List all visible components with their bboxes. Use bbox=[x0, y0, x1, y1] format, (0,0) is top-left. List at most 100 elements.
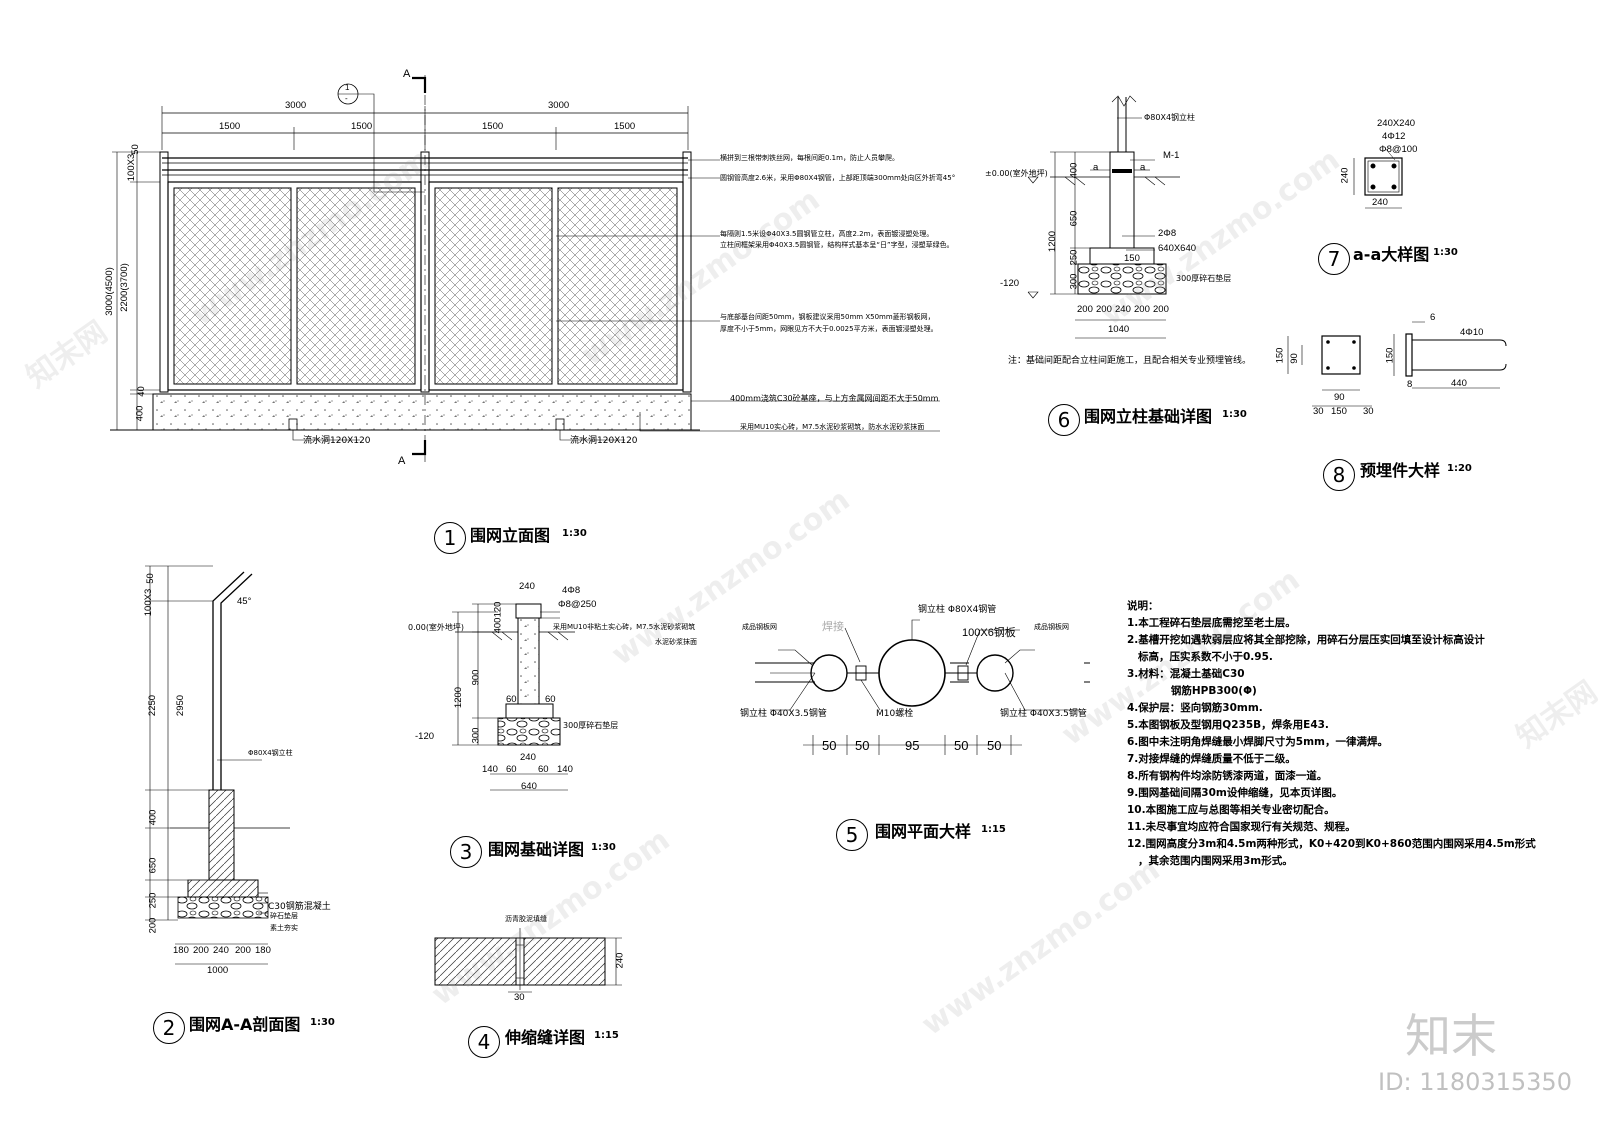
em-len: 440 bbox=[1451, 378, 1467, 389]
note-3b: 钢筋HPB300(Φ) bbox=[1127, 685, 1257, 697]
dim-sub-1: 1500 bbox=[219, 121, 241, 132]
em-bar: 4Φ10 bbox=[1460, 327, 1484, 338]
fd-top-width: 240 bbox=[519, 581, 535, 592]
pf-dim-400: 400 bbox=[1068, 162, 1080, 179]
fd-bottom-4: 140 bbox=[557, 764, 573, 775]
plan-plate: 100X6钢板 bbox=[962, 627, 1016, 639]
pf-gravel: 300厚碎石垫层 bbox=[1176, 274, 1232, 283]
pf-dim-300: 300 bbox=[1068, 273, 1080, 290]
pf-dim-1200: 1200 bbox=[1047, 230, 1059, 253]
section-mark-top: A bbox=[403, 68, 411, 80]
dim-top-left: 3000 bbox=[285, 100, 307, 111]
plan-steel-post: 钢立柱 Φ80X4钢管 bbox=[918, 605, 997, 615]
aa-dim-250: 250 bbox=[147, 892, 159, 909]
dim-sub-4: 1500 bbox=[614, 121, 636, 132]
title-8-name: 预埋件大样 bbox=[1360, 461, 1441, 480]
ej-gap: 30 bbox=[514, 992, 525, 1003]
watermark-id: ID: 1180315350 bbox=[1378, 1068, 1572, 1096]
plan-dim-2: 50 bbox=[855, 738, 870, 753]
label-mesh-1: 与底部基台间距50mm，钢板建议采用50mm X50mm菱形钢板网， bbox=[720, 313, 935, 321]
aa-dim-b1: 180 bbox=[173, 945, 189, 956]
aa-dim-b3: 240 bbox=[213, 945, 229, 956]
plan-dim-1: 50 bbox=[822, 738, 837, 753]
title-8-number: 8 bbox=[1323, 459, 1355, 491]
pf-ground: ±0.00(室外地坪) bbox=[985, 169, 1048, 178]
aad-h: 240 bbox=[1339, 167, 1351, 184]
watermark-logo: 知末 bbox=[1405, 1009, 1497, 1063]
note-7: 7.对接焊缝的焊缝质量不低于二级。 bbox=[1127, 753, 1296, 765]
pf-b1: 200 bbox=[1077, 304, 1093, 315]
title-2-number: 2 bbox=[153, 1012, 185, 1044]
pf-post: Φ80X4钢立柱 bbox=[1144, 113, 1196, 122]
expansion-joint-drawing bbox=[434, 928, 622, 993]
em-w-row-1: 30 bbox=[1313, 406, 1324, 417]
note-2b: 标高，压实系数不小于0.95. bbox=[1127, 651, 1273, 663]
label-post-height: 圆钢管高度2.6米，采用Φ80X4钢管，上部距顶端300mm处向区外折弯45° bbox=[720, 174, 956, 182]
design-notes: 说明： 1.本工程碎石垫层底需挖至老土层。 2.基槽开挖如遇软弱层应将其全部挖除… bbox=[1127, 598, 1536, 870]
note-12: 12.围网高度分3m和4.5m两种形式，K0+420到K0+860范围内围网采用… bbox=[1127, 838, 1536, 850]
label-post-spacing: 每隔则1.5米设Φ40X3.5圆钢管立柱，高度2.2m，表面镀浸塑处理。 bbox=[720, 230, 934, 238]
note-9: 9.围网基础间隔30m设伸缩缝，见本页详图。 bbox=[1127, 787, 1343, 799]
aa-dim-b4: 200 bbox=[235, 945, 251, 956]
title-8-scale: 1:20 bbox=[1447, 463, 1472, 474]
fd-ground: 0.00(室外地坪) bbox=[408, 623, 465, 632]
note-8: 8.所有钢构件均涂防锈漆两道，面漆一道。 bbox=[1127, 770, 1328, 782]
plan-post-right: 钢立柱 Φ40X3.5钢管 bbox=[1000, 709, 1087, 719]
dim-sub-3: 1500 bbox=[482, 121, 504, 132]
label-mesh-2: 厚度不小于5mm，网眼见方不大于0.0025平方米，表面镀浸塑处理。 bbox=[720, 325, 938, 333]
dim-left-3000: 3000(4500) bbox=[103, 267, 115, 316]
fd-dim-400: 400 bbox=[492, 617, 504, 634]
title-1-number: 1 bbox=[434, 522, 466, 554]
pf-size: 640X640 bbox=[1158, 243, 1197, 254]
pf-dim-250: 250 bbox=[1068, 249, 1080, 266]
pf-b5: 200 bbox=[1153, 304, 1169, 315]
note-11: 11.未尽事宜均应符合国家现行有关规范、规程。 bbox=[1127, 821, 1356, 833]
fd-dim-900: 900 bbox=[470, 669, 482, 686]
aa-dim-2950: 2950 bbox=[175, 694, 187, 717]
title-6-name: 围网立柱基础详图 bbox=[1084, 407, 1213, 426]
fd-stirrup: Φ8@250 bbox=[558, 599, 597, 610]
pf-a-left: a bbox=[1093, 162, 1099, 173]
aa-dim-400: 400 bbox=[147, 809, 159, 826]
aad-size: 240X240 bbox=[1377, 118, 1416, 129]
em-six: 6 bbox=[1430, 312, 1436, 323]
fd-bottom-1: 140 bbox=[482, 764, 498, 775]
plan-post-left: 钢立柱 Φ40X3.5钢管 bbox=[740, 709, 827, 719]
pf-minus: -120 bbox=[1000, 278, 1020, 289]
title-3-number: 3 bbox=[450, 836, 482, 868]
fd-rebar: 4Φ8 bbox=[562, 585, 581, 596]
title-4-scale: 1:15 bbox=[594, 1030, 619, 1041]
pf-note: 注：基础间距配合立柱间距施工，且配合相关专业预埋管线。 bbox=[1008, 356, 1252, 366]
fd-gravel: 300厚碎石垫层 bbox=[563, 721, 619, 730]
fd-minus-120: -120 bbox=[415, 731, 435, 742]
fd-bottom-3: 60 bbox=[538, 764, 549, 775]
aa-dim-b2: 200 bbox=[193, 945, 209, 956]
ej-height: 240 bbox=[614, 952, 626, 969]
fd-bottom-2: 60 bbox=[506, 764, 517, 775]
aa-dim-650: 650 bbox=[147, 857, 159, 874]
aa-dim-200: 200 bbox=[147, 917, 159, 934]
title-3-scale: 1:30 bbox=[591, 842, 616, 853]
em-side-h: 150 bbox=[1384, 347, 1396, 364]
plan-dim-4: 50 bbox=[954, 738, 969, 753]
dim-left-400: 400 bbox=[134, 405, 146, 422]
aa-dim-100x3: 100X3 bbox=[143, 588, 155, 617]
title-5-name: 围网平面大样 bbox=[875, 822, 972, 841]
section-mark-bottom: A bbox=[398, 455, 406, 467]
pf-mark: M-1 bbox=[1163, 150, 1180, 161]
title-4-name: 伸缩缝详图 bbox=[505, 1028, 586, 1047]
em-w-row-3: 30 bbox=[1363, 406, 1374, 417]
title-5-number: 5 bbox=[836, 819, 868, 851]
aa-label-concrete: C30钢筋混凝土 bbox=[268, 902, 331, 912]
note-12b: ，其余范围内围网采用3m形式。 bbox=[1127, 855, 1293, 867]
aa-dim-50: 50 bbox=[144, 573, 156, 584]
aa-dim-total: 1000 bbox=[207, 965, 229, 976]
aad-stirrup: Φ8@100 bbox=[1379, 144, 1418, 155]
aa-angle: 45° bbox=[237, 596, 252, 607]
fd-wall-note-2: 水泥砂浆抹面 bbox=[655, 638, 697, 646]
label-frame: 立柱间框架采用Φ40X3.5圆钢管，结构样式基本呈“日”字型，浸塑草绿色。 bbox=[720, 241, 954, 249]
aad-rebar: 4Φ12 bbox=[1382, 131, 1406, 142]
label-drain-2: 流水洞120X120 bbox=[570, 436, 638, 446]
title-6-scale: 1:30 bbox=[1222, 409, 1247, 420]
pf-a-right: a bbox=[1140, 162, 1146, 173]
